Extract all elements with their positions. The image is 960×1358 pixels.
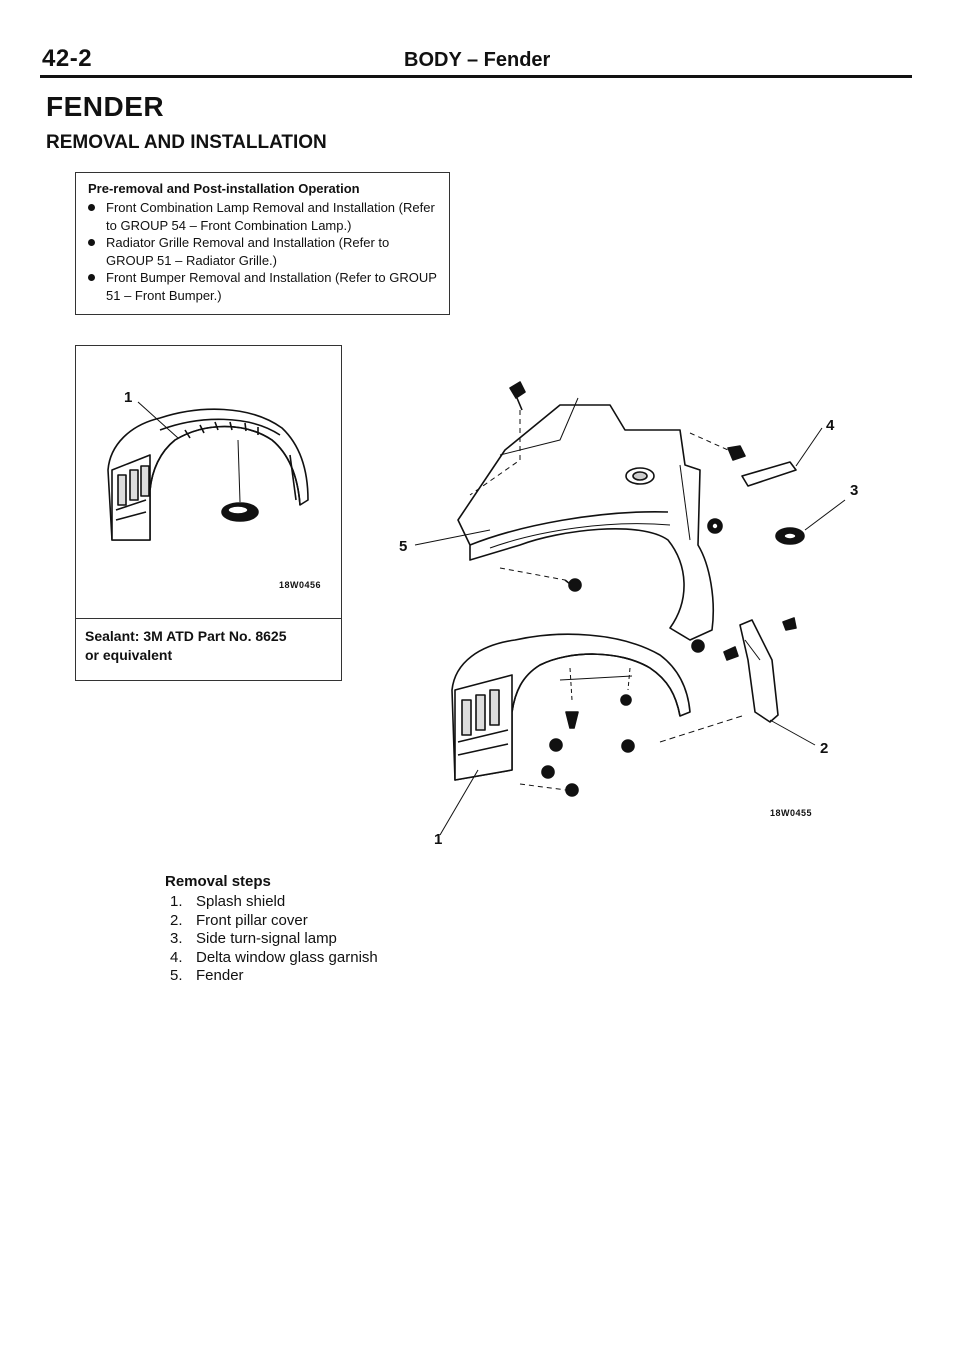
step-label: Front pillar cover — [196, 911, 308, 929]
bolt-icon — [541, 765, 555, 779]
pre-operation-item-text: Radiator Grille Removal and Installation… — [106, 235, 390, 268]
bullet-icon — [88, 239, 95, 246]
callout-1: 1 — [434, 831, 443, 848]
list-item: 5. Fender — [170, 967, 378, 986]
detail-divider — [75, 618, 342, 619]
callout-4: 4 — [826, 417, 835, 434]
list-item: 3. Side turn-signal lamp — [170, 930, 378, 949]
list-item: 2. Front pillar cover — [170, 912, 378, 931]
section-title: BODY – Fender — [404, 49, 551, 71]
page-title: FENDER — [46, 91, 165, 122]
bolt-icon — [621, 739, 635, 753]
bolt-icon — [509, 381, 526, 411]
pre-operation-item: Front Combination Lamp Removal and Insta… — [88, 199, 439, 234]
step-label: Splash shield — [196, 893, 286, 910]
pre-operation-item-text: Front Combination Lamp Removal and Insta… — [106, 200, 435, 233]
sealant-note: Sealant: 3M ATD Part No. 8625 or equival… — [85, 627, 340, 665]
detail-splash-shield-illustration — [107, 401, 309, 541]
pre-operation-title: Pre-removal and Post-installation Operat… — [88, 181, 360, 196]
list-item: 1. Splash shield — [170, 893, 378, 912]
bolt-icon — [549, 738, 563, 752]
step-number: 1. — [170, 893, 183, 910]
bolt-icon — [564, 578, 582, 592]
page-subtitle: REMOVAL AND INSTALLATION — [46, 132, 327, 153]
clip-icon — [565, 711, 579, 729]
bullet-icon — [88, 204, 95, 211]
list-item: 4. Delta window glass garnish — [170, 949, 378, 968]
header-rule — [40, 75, 912, 78]
detail-figure-box — [75, 345, 342, 681]
pre-operation-list: Front Combination Lamp Removal and Insta… — [88, 199, 439, 304]
callout-2: 2 — [820, 740, 829, 757]
bolt-icon — [707, 518, 723, 534]
pre-operation-item: Front Bumper Removal and Installation (R… — [88, 269, 439, 304]
step-number: 4. — [170, 948, 183, 966]
pre-operation-item: Radiator Grille Removal and Installation… — [88, 234, 439, 269]
callout-3: 3 — [850, 482, 859, 499]
clip-icon — [723, 646, 739, 661]
step-label: Delta window glass garnish — [196, 948, 378, 966]
bolt-icon — [691, 639, 705, 653]
step-number: 5. — [170, 967, 183, 984]
step-number: 2. — [170, 911, 183, 929]
removal-steps-list: 1. Splash shield 2. Front pillar cover 3. S… — [170, 893, 378, 986]
bolt-icon — [565, 783, 579, 797]
detail-callout-1: 1 — [124, 389, 133, 406]
page-number: 42-2 — [42, 45, 93, 72]
main-fender-illustration — [414, 381, 846, 836]
step-label: Fender — [196, 967, 244, 984]
bullet-icon — [88, 274, 95, 281]
pre-operation-item-text: Front Bumper Removal and Installation (R… — [106, 270, 437, 303]
pre-operation-box: Pre-removal and Post-installation Operat… — [75, 172, 450, 315]
sealant-note-line1: Sealant: 3M ATD Part No. 8625 — [85, 628, 287, 644]
clip-icon — [620, 694, 632, 706]
bolt-icon — [727, 445, 746, 461]
step-label: Side turn-signal lamp — [196, 930, 337, 947]
detail-figure-code: 18W0456 — [279, 580, 322, 590]
sealant-note-line2: or equivalent — [85, 647, 173, 663]
clip-icon — [782, 617, 797, 631]
step-number: 3. — [170, 930, 183, 947]
removal-steps-title: Removal steps — [165, 873, 271, 890]
main-figure-code: 18W0455 — [770, 808, 813, 818]
callout-5: 5 — [399, 538, 408, 555]
